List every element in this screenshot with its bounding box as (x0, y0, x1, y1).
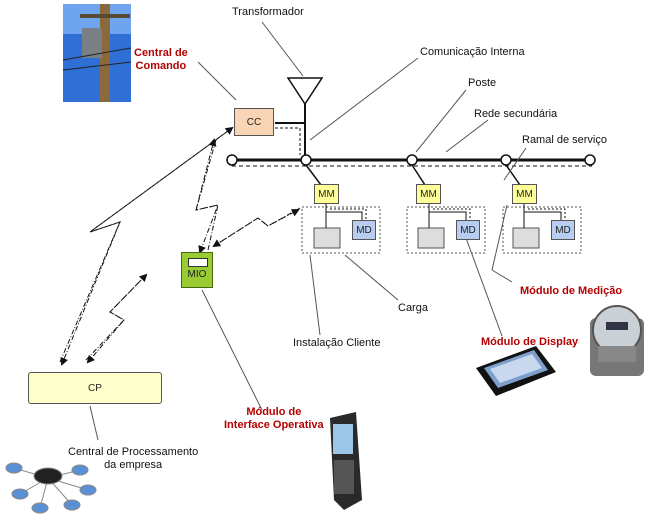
processing-center-label: Central de Processamento da empresa (68, 446, 199, 471)
processing-center-node[interactable]: CP (28, 372, 162, 404)
electric-meter-photo (590, 305, 644, 376)
command-center-node[interactable]: CC (234, 108, 274, 136)
mio-label: MIO (187, 269, 207, 280)
display-module-label: Módulo de Display (481, 336, 579, 348)
display-module-node-3[interactable]: MD (551, 220, 575, 240)
service-branch-label: Ramal de serviço (522, 134, 607, 146)
display-module-node-1[interactable]: MD (352, 220, 376, 240)
database-network-icon (5, 462, 97, 514)
command-center-label: Central de Comando (134, 47, 188, 72)
secondary-net-label: Rede secundária (474, 108, 558, 120)
client-install-label: Instalação Cliente (293, 337, 381, 349)
metering-module-node-3[interactable]: MM (512, 184, 537, 204)
tablet-photo (476, 346, 556, 396)
transformer-label: Transformador (232, 6, 304, 18)
handheld-terminal-photo (330, 412, 362, 510)
mio-screen (188, 258, 208, 267)
display-module-node-2[interactable]: MD (456, 220, 480, 240)
metering-module-label: Módulo de Medição (520, 285, 623, 297)
pole-label: Poste (468, 77, 497, 89)
load-label: Carga (398, 302, 428, 314)
metering-module-node-1[interactable]: MM (314, 184, 339, 204)
utility-pole-photo (62, 4, 132, 102)
interface-module-label: Módulo de Interface Operativa (224, 406, 324, 431)
internal-comm-label: Comunicação Interna (420, 46, 525, 58)
metering-module-node-2[interactable]: MM (416, 184, 441, 204)
mio-node[interactable]: MIO (181, 252, 213, 288)
